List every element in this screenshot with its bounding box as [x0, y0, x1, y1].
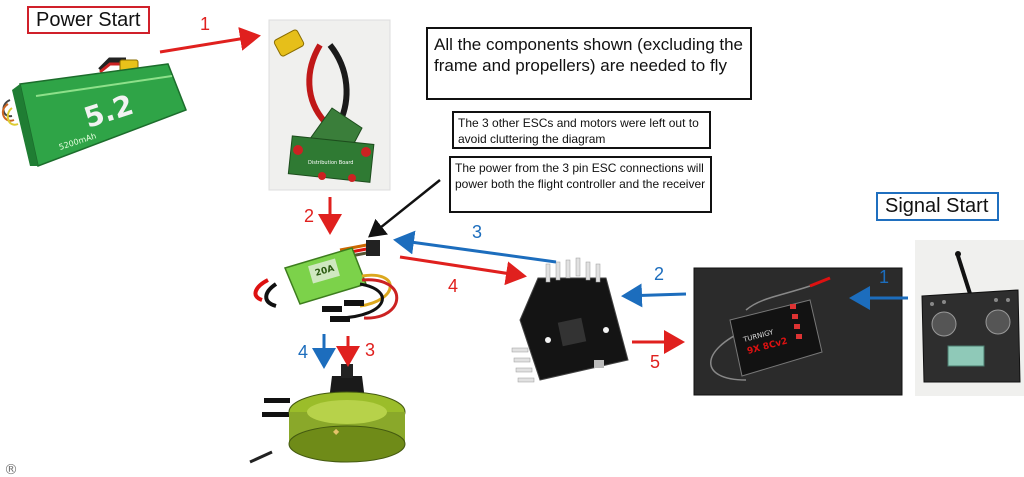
note-all-components: All the components shown (excluding the …	[426, 27, 752, 100]
signal-arrow-fc-to-esc	[393, 230, 557, 264]
rc-transmitter	[915, 240, 1024, 396]
motor-brand-text: ◆	[333, 427, 340, 436]
power-arrow-battery-to-board	[159, 27, 261, 54]
corner-logo-icon: ®	[4, 462, 18, 477]
power-arrow-esc-to-fc	[399, 255, 527, 286]
signal-arrow-receiver-to-fc	[621, 283, 687, 308]
board-label-text: Distribution Board	[308, 160, 353, 166]
signal-start-label: Signal Start	[876, 192, 999, 221]
esc-speed-controller: 20A	[253, 240, 399, 322]
signal-step-4: 4	[298, 342, 308, 362]
power-step-5: 5	[650, 352, 660, 372]
signal-step-2: 2	[654, 264, 664, 284]
signal-step-1: 1	[879, 267, 889, 287]
flight-controller	[511, 257, 629, 383]
note-esc-power: The power from the 3 pin ESC connections…	[449, 156, 712, 213]
brushless-motor: ◆	[249, 364, 406, 464]
power-step-3: 3	[365, 340, 375, 360]
signal-step-3: 3	[472, 222, 482, 242]
power-step-1: 1	[200, 14, 210, 34]
pointer-arrow-to-esc-connector	[368, 179, 441, 238]
rc-receiver: TURNIGY 9X 8Cv2	[693, 267, 903, 396]
note-others-left-out: The 3 other ESCs and motors were left ou…	[452, 111, 711, 149]
power-step-4: 4	[448, 276, 458, 296]
power-distribution-board: Distribution Board	[268, 19, 391, 191]
svg-text:®: ®	[4, 462, 18, 477]
lipo-battery: 5.2 5200mAh	[1, 57, 187, 168]
power-step-2: 2	[304, 206, 314, 226]
power-start-label: Power Start	[27, 6, 150, 34]
